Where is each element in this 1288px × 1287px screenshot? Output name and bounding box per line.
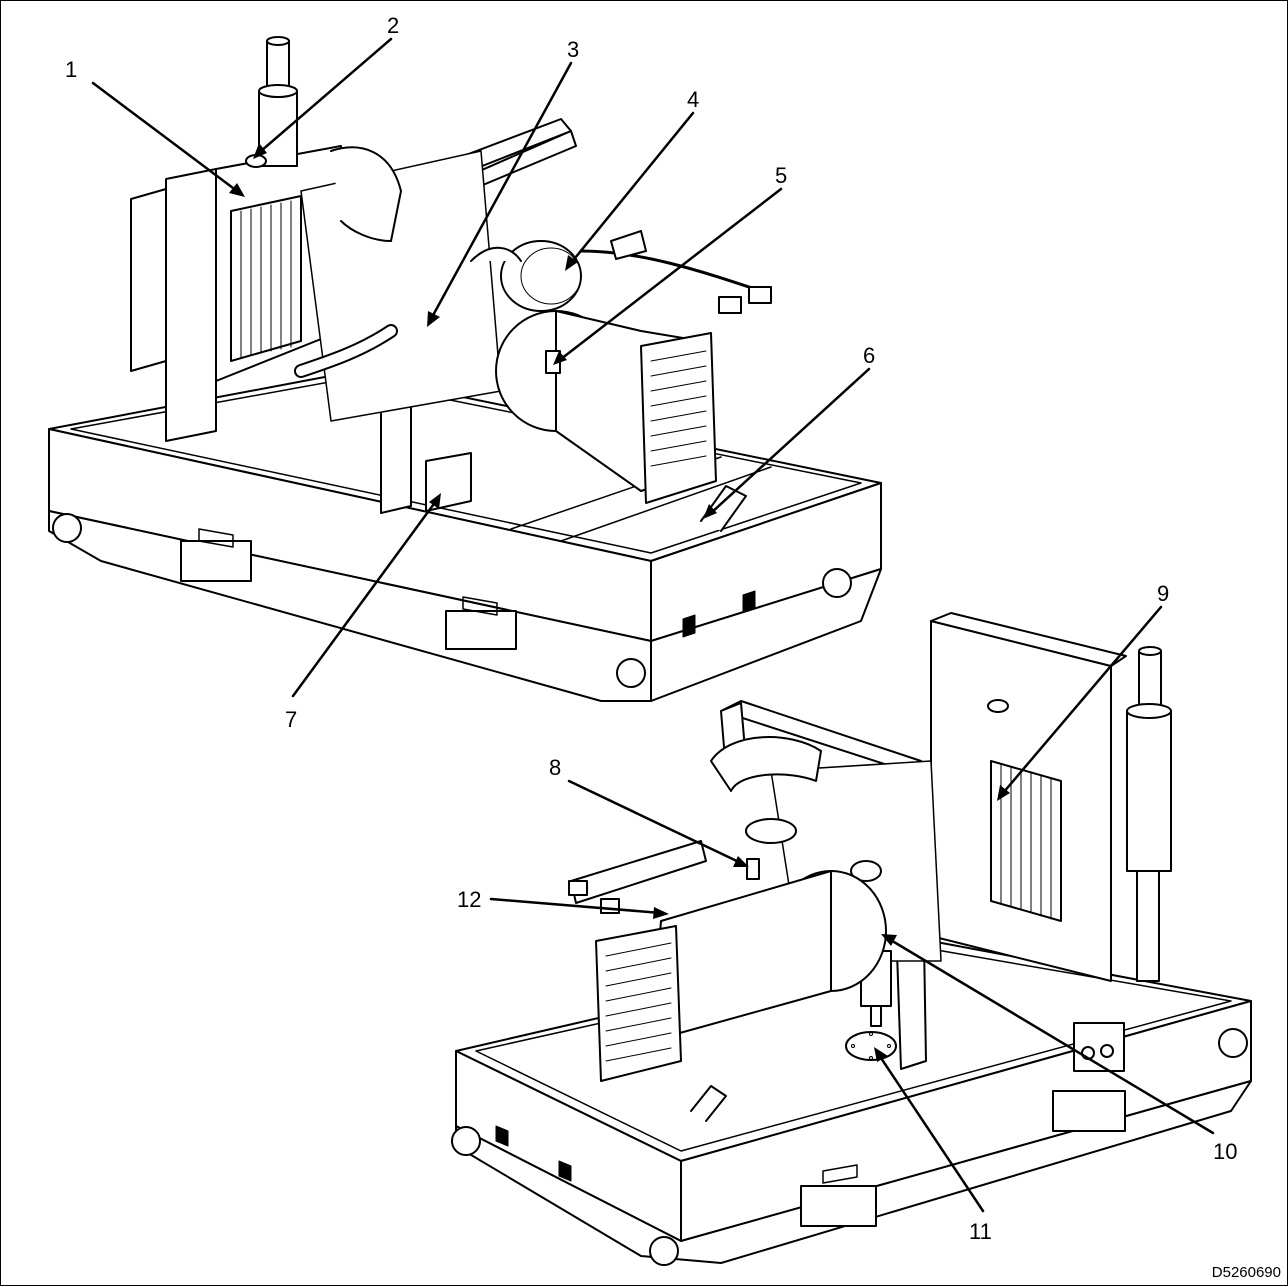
callout-7: 7 (285, 707, 297, 732)
generator-set-upper (48, 36, 882, 702)
callout-11: 11 (969, 1219, 992, 1244)
callout-3: 3 (567, 37, 579, 62)
callout-2: 2 (387, 13, 399, 38)
callout-12: 12 (457, 887, 481, 912)
leader-line-11 (877, 1053, 985, 1213)
leader-line-6 (709, 367, 871, 515)
leader-line-7 (291, 499, 438, 698)
drawing-code: D5260690 (1211, 1264, 1281, 1281)
leader-line-5 (559, 187, 783, 361)
leader-line-12 (489, 897, 663, 915)
leader-lines (91, 37, 1215, 1213)
leader-line-10 (887, 937, 1215, 1135)
callout-4: 4 (687, 87, 699, 112)
callout-labels: 1 2 3 4 5 6 7 8 9 10 11 12 (65, 13, 1237, 1244)
callout-9: 9 (1157, 581, 1169, 606)
leader-line-4 (569, 111, 695, 265)
leader-line-9 (1001, 605, 1163, 795)
callout-1: 1 (65, 57, 77, 82)
callout-10: 10 (1213, 1139, 1237, 1164)
leader-line-8 (567, 779, 743, 865)
leader-line-3 (429, 61, 573, 321)
generator-set-lower (451, 612, 1252, 1266)
callout-5: 5 (775, 163, 787, 188)
callout-6: 6 (863, 343, 875, 368)
leader-line-2 (259, 37, 393, 153)
callout-8: 8 (549, 755, 561, 780)
leader-line-1 (91, 81, 239, 193)
